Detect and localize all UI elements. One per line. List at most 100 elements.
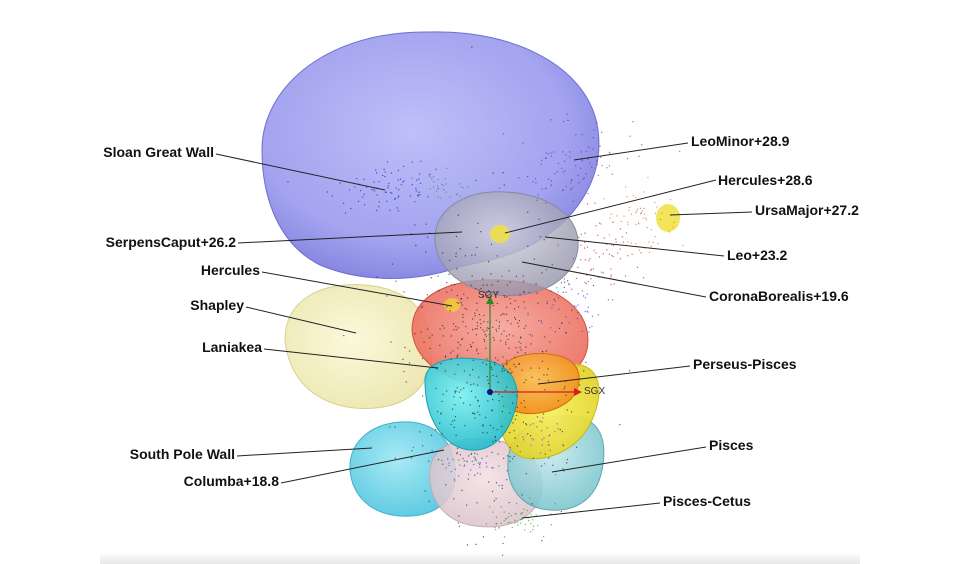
- galaxy-point: [590, 268, 592, 270]
- galaxy-point: [524, 523, 527, 526]
- galaxy-point: [423, 341, 425, 343]
- galaxy-point: [473, 383, 475, 385]
- galaxy-point: [486, 329, 488, 331]
- galaxy-point: [544, 336, 546, 338]
- galaxy-point: [432, 186, 434, 188]
- galaxy-point: [417, 195, 419, 197]
- galaxy-point: [592, 284, 595, 287]
- galaxy-point: [449, 310, 451, 312]
- galaxy-point: [642, 217, 644, 219]
- galaxy-point: [509, 412, 511, 414]
- galaxy-point: [425, 223, 427, 225]
- galaxy-point: [452, 350, 454, 352]
- galaxy-point: [636, 266, 639, 268]
- galaxy-point: [467, 332, 469, 334]
- galaxy-point: [432, 176, 434, 178]
- galaxy-point: [668, 231, 671, 233]
- galaxy-point: [403, 180, 405, 182]
- galaxy-point: [644, 247, 646, 249]
- galaxy-point: [584, 232, 586, 234]
- galaxy-point: [540, 163, 542, 165]
- galaxy-point: [475, 288, 477, 290]
- galaxy-point: [497, 280, 499, 282]
- galaxy-point: [570, 189, 572, 191]
- leader-pisces: [551, 446, 707, 473]
- galaxy-point: [431, 334, 433, 336]
- galaxy-point: [371, 189, 373, 191]
- galaxy-point: [470, 390, 473, 392]
- galaxy-point: [458, 515, 460, 517]
- galaxy-point: [536, 416, 539, 418]
- galaxy-point: [474, 457, 476, 459]
- galaxy-point: [457, 364, 459, 366]
- galaxy-point: [415, 188, 417, 190]
- galaxy-point: [593, 129, 595, 131]
- galaxy-point: [482, 362, 484, 364]
- galaxy-point: [509, 521, 511, 524]
- galaxy-point: [474, 315, 476, 317]
- galaxy-point: [590, 270, 592, 272]
- galaxy-point: [450, 284, 453, 286]
- galaxy-point: [514, 308, 516, 310]
- galaxy-point: [476, 309, 478, 311]
- galaxy-point: [396, 207, 398, 209]
- galaxy-point: [470, 453, 472, 455]
- galaxy-point: [613, 245, 615, 247]
- galaxy-point: [384, 171, 386, 173]
- galaxy-point: [654, 236, 656, 238]
- galaxy-point: [410, 457, 413, 459]
- galaxy-point: [538, 378, 540, 380]
- galaxy-point: [390, 172, 392, 174]
- galaxy-point: [501, 411, 503, 413]
- galaxy-point: [612, 299, 614, 301]
- galaxy-point: [528, 517, 530, 519]
- galaxy-point: [414, 333, 416, 335]
- galaxy-point: [474, 452, 476, 454]
- galaxy-point: [619, 248, 621, 250]
- galaxy-point: [484, 334, 486, 336]
- galaxy-point: [598, 256, 600, 258]
- galaxy-point: [480, 323, 482, 325]
- galaxy-point: [437, 275, 439, 277]
- galaxy-point: [456, 302, 458, 304]
- galaxy-point: [384, 191, 386, 193]
- galaxy-point: [466, 349, 469, 351]
- galaxy-point: [456, 451, 458, 454]
- galaxy-point: [546, 374, 548, 376]
- galaxy-point: [541, 360, 544, 362]
- galaxy-point: [454, 416, 457, 418]
- galaxy-point: [485, 416, 487, 419]
- galaxy-point: [647, 176, 649, 179]
- galaxy-point: [673, 221, 675, 223]
- galaxy-point: [580, 233, 582, 235]
- galaxy-point: [435, 429, 437, 431]
- galaxy-point: [627, 241, 629, 243]
- galaxy-point: [538, 218, 540, 220]
- galaxy-point: [474, 474, 476, 476]
- galaxy-point: [561, 431, 563, 433]
- galaxy-point: [524, 352, 526, 354]
- galaxy-point: [566, 462, 568, 464]
- galaxy-point: [476, 328, 478, 330]
- galaxy-point: [581, 159, 583, 161]
- galaxy-points: [287, 46, 684, 556]
- galaxy-point: [467, 478, 469, 480]
- galaxy-point: [515, 347, 517, 349]
- galaxy-point: [356, 177, 358, 180]
- galaxy-point: [506, 284, 508, 286]
- galaxy-point: [446, 167, 448, 169]
- galaxy-point: [474, 417, 476, 419]
- galaxy-point: [595, 225, 597, 227]
- galaxy-point: [339, 182, 341, 184]
- galaxy-point: [611, 173, 613, 175]
- galaxy-point: [462, 187, 464, 189]
- galaxy-point: [659, 218, 662, 221]
- galaxy-point: [408, 362, 411, 364]
- galaxy-point: [486, 294, 488, 296]
- galaxy-point: [523, 291, 525, 293]
- galaxy-point: [477, 411, 479, 413]
- galaxy-point: [561, 322, 563, 324]
- galaxy-point: [525, 473, 527, 475]
- galaxy-point: [528, 520, 530, 522]
